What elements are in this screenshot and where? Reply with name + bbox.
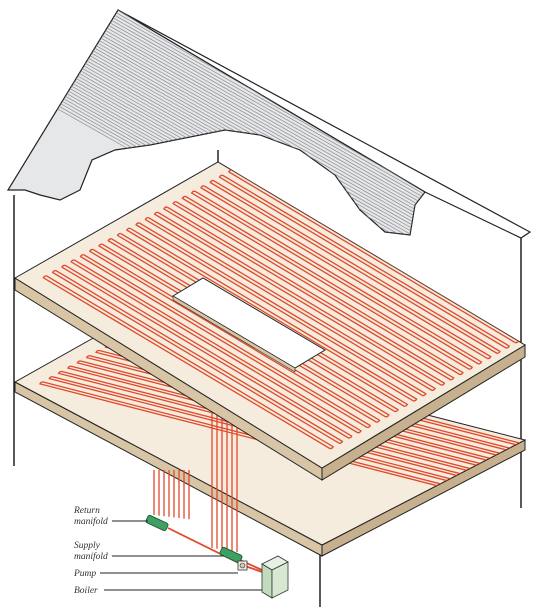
heating-coil xyxy=(88,248,381,423)
heating-coil xyxy=(163,206,455,381)
supply-manifold-label-line1: Supply xyxy=(74,541,101,551)
heating-coil xyxy=(51,269,344,444)
heating-coil xyxy=(209,179,501,354)
heating-coil xyxy=(70,259,362,434)
boiler-callout: Boiler xyxy=(74,586,262,596)
callouts: Return manifold Supply manifold Pump Boi… xyxy=(73,506,262,596)
heating-coil xyxy=(125,227,418,402)
heating-coil xyxy=(135,222,427,397)
manifold-icon xyxy=(145,514,169,532)
heating-coil xyxy=(190,190,483,365)
heating-coil xyxy=(61,264,353,439)
heating-coil xyxy=(153,211,446,386)
supply-manifold-callout: Supply manifold xyxy=(74,541,224,562)
heating-coil xyxy=(79,254,372,429)
pump-icon xyxy=(237,560,248,571)
supply-manifold xyxy=(219,546,243,564)
supply-manifold-label-line2: manifold xyxy=(74,551,108,562)
heating-coil xyxy=(172,201,464,376)
boiler-label: Boiler xyxy=(74,586,98,596)
manifold-icon xyxy=(219,546,243,564)
heating-coil xyxy=(98,243,390,418)
return-manifold-callout: Return manifold xyxy=(73,506,148,527)
heating-coil xyxy=(116,232,409,407)
heating-coil xyxy=(227,169,520,344)
return-manifold xyxy=(145,514,169,532)
pump-callout: Pump xyxy=(73,569,238,579)
distribution-system xyxy=(145,395,289,599)
heating-coil xyxy=(181,195,474,370)
boiler-icon xyxy=(261,555,289,599)
heating-coil xyxy=(144,217,436,391)
heating-coil xyxy=(107,238,399,413)
pump-label: Pump xyxy=(73,569,96,579)
return-manifold-label-line2: manifold xyxy=(74,516,108,527)
heating-coil xyxy=(42,275,335,450)
return-manifold-label-line1: Return xyxy=(73,506,100,516)
heating-coil xyxy=(200,185,492,360)
upper-floor-slab xyxy=(14,161,526,481)
heating-coil xyxy=(218,174,511,349)
